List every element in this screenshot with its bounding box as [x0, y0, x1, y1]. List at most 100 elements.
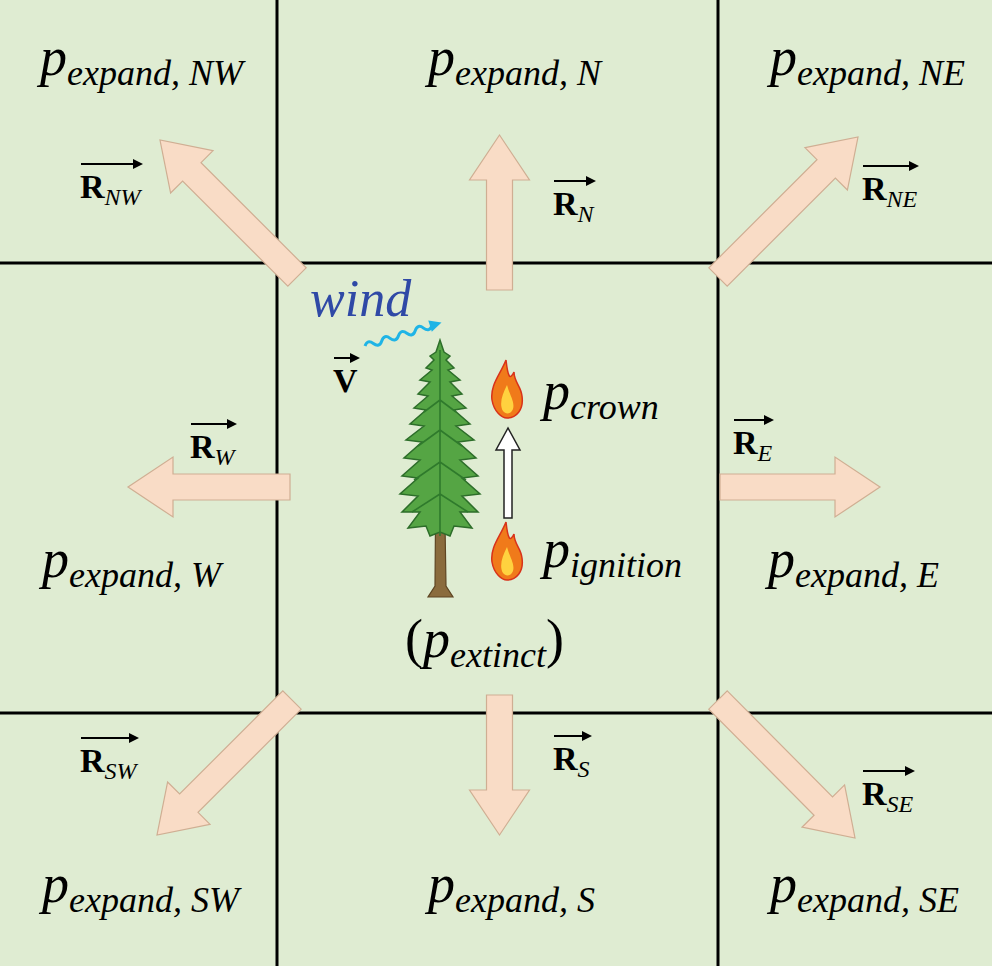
probability-label: pexpand, N — [428, 30, 601, 91]
symbol-main: p — [543, 519, 570, 579]
probability-label: pexpand, SW — [42, 857, 239, 918]
wind-label: wind — [310, 276, 411, 323]
text-slot: pcrown — [543, 364, 659, 425]
probability-label: pexpand, W — [42, 532, 221, 593]
vector-label: RS — [553, 730, 592, 781]
text-slot: RE — [733, 414, 774, 465]
vector-subscript: NW — [105, 184, 141, 210]
flame-inner — [501, 547, 513, 575]
wind-arrowhead — [428, 317, 443, 332]
symbol-subscript: expand, E — [795, 555, 939, 595]
probability-label: pignition — [543, 522, 682, 583]
probability-label: pcrown — [543, 364, 659, 425]
symbol-subscript: ignition — [570, 545, 682, 585]
symbol-subscript: expand, N — [455, 53, 601, 93]
grid-cell: pexpand, S — [277, 713, 718, 966]
probability-label: pexpand, E — [768, 532, 939, 593]
grid-cell: pexpand, N — [277, 0, 718, 263]
tree-trunk — [436, 540, 444, 562]
vector-subscript: NE — [887, 186, 918, 212]
spread-arrow — [470, 695, 530, 835]
symbol-main: p — [428, 27, 455, 87]
vector-label: RSE — [862, 765, 915, 816]
symbol-main: p — [770, 27, 797, 87]
symbol-subscript: expand, SW — [69, 880, 239, 920]
symbol-main: p — [42, 529, 69, 589]
flame-outer — [492, 360, 523, 418]
flame-outer — [492, 522, 523, 580]
text-slot: pexpand, N — [428, 30, 601, 91]
text-slot: pignition — [543, 522, 682, 583]
tree-branches — [412, 350, 468, 536]
tree — [400, 340, 480, 597]
wind-arrow — [363, 317, 443, 352]
text-slot: pexpand, E — [768, 532, 939, 593]
vector-label: RW — [190, 418, 237, 469]
vector-symbol: R — [553, 740, 578, 777]
vector-subscript: N — [578, 201, 594, 227]
symbol-subscript: extinct — [450, 635, 546, 675]
vector-symbol: R — [553, 185, 578, 222]
symbol-subscript: expand, NE — [797, 53, 965, 93]
grid-line — [717, 0, 720, 966]
text-slot: RN — [553, 175, 596, 226]
spread-arrow — [160, 140, 306, 286]
probability-label: pexpand, S — [428, 857, 595, 918]
vector-symbol: R — [190, 428, 215, 465]
text-slot: pexpand, SE — [770, 857, 959, 918]
vector-label: RSW — [80, 732, 139, 783]
grid-cell: pexpand, SW — [0, 713, 277, 966]
probability-label: pexpand, NE — [770, 30, 965, 91]
text-slot: RSE — [862, 765, 915, 816]
symbol-subscript: expand, SE — [797, 880, 959, 920]
text-slot: pexpand, SW — [42, 857, 239, 918]
vector-label: RNW — [80, 158, 143, 209]
grid-cell: pexpand, NE — [718, 0, 992, 263]
spread-arrow — [128, 457, 290, 517]
flame — [492, 522, 523, 580]
grid-cell: pexpand, E — [718, 263, 992, 713]
spread-arrow — [157, 691, 301, 835]
symbol-subscript: crown — [570, 387, 659, 427]
symbol-main: p — [428, 854, 455, 914]
spread-arrow — [709, 691, 855, 838]
symbol-main: p — [770, 854, 797, 914]
text-slot: pexpand, W — [42, 532, 221, 593]
text-slot: wind — [310, 276, 411, 323]
symbol-subscript: expand, NW — [67, 53, 243, 93]
vector-subscript: SE — [887, 791, 914, 817]
vector-symbol: R — [80, 168, 105, 205]
text-slot: pexpand, NW — [40, 30, 243, 91]
vector-symbol: R — [80, 742, 105, 779]
text-slot: RS — [553, 730, 592, 781]
text-slot: pexpand, NE — [770, 30, 965, 91]
text-slot: pexpand, S — [428, 857, 595, 918]
spread-arrow — [709, 137, 858, 286]
symbol-main: p — [42, 854, 69, 914]
vector-subscript: E — [758, 440, 773, 466]
vector-symbol: R — [862, 170, 887, 207]
grid-cell: pexpand, SE — [718, 713, 992, 966]
symbol-main: p — [423, 609, 450, 669]
text-slot: (pextinct) — [405, 612, 564, 673]
vector-symbol: R — [733, 424, 758, 461]
spread-arrow — [470, 135, 530, 290]
symbol-main: p — [40, 27, 67, 87]
symbol-main: p — [543, 361, 570, 421]
text-slot: RNE — [862, 160, 919, 211]
vector-label: RN — [553, 175, 596, 226]
parenthesis: ) — [546, 609, 564, 669]
flame — [492, 360, 523, 418]
tree-foliage — [400, 340, 480, 536]
parenthesis: ( — [405, 609, 423, 669]
text-slot: RSW — [80, 732, 139, 783]
vector-subscript: S — [578, 756, 590, 782]
probability-label: pexpand, NW — [40, 30, 243, 91]
spread-arrow — [720, 457, 880, 517]
text-slot: RW — [190, 418, 237, 469]
vector-subscript: W — [215, 444, 235, 470]
